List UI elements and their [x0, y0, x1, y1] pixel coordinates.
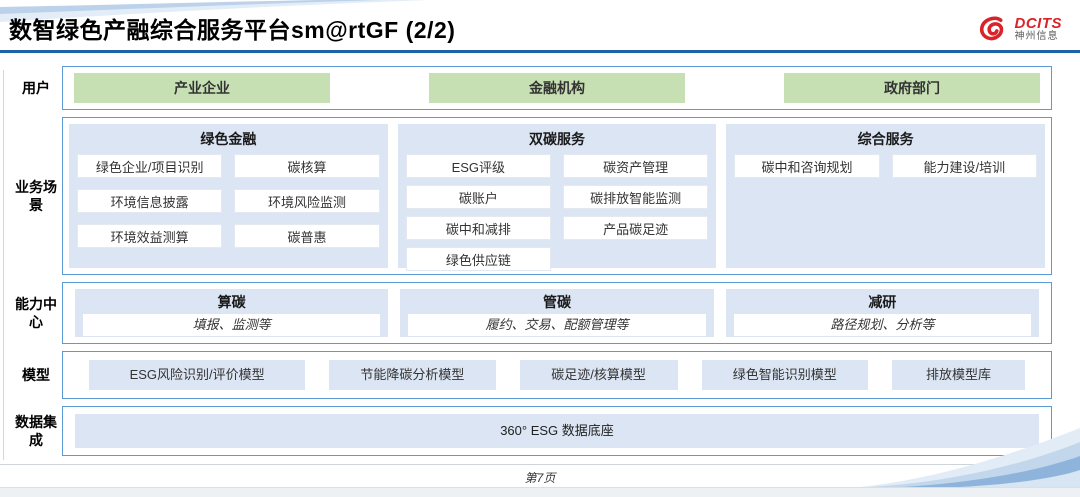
row-models: 模型 ESG风险识别/评价模型 节能降碳分析模型 碳足迹/核算模型 绿色智能识别…	[10, 351, 1052, 399]
scenario-item: 碳账户	[405, 185, 551, 209]
footer-divider-line	[0, 464, 1080, 465]
capability-panel-manage-carbon: 管碳 履约、交易、配额管理等	[400, 289, 714, 337]
scenarios-container: 绿色金融 绿色企业/项目识别 碳核算 环境信息披露 环境风险监测 环境效益测算 …	[62, 117, 1052, 275]
scenario-item: 碳资产管理	[563, 154, 709, 178]
row-data-integration: 数据集成 360° ESG 数据底座	[10, 406, 1052, 456]
model-box: ESG风险识别/评价模型	[89, 360, 306, 390]
user-type-box: 金融机构	[429, 73, 685, 103]
model-box: 绿色智能识别模型	[701, 360, 868, 390]
scenario-items-grid: 碳中和咨询规划 能力建设/培训	[734, 154, 1038, 178]
scenario-item: 碳普惠	[234, 224, 380, 248]
scenario-item: 环境效益测算	[77, 224, 223, 248]
scenario-column-comprehensive: 综合服务 碳中和咨询规划 能力建设/培训	[726, 124, 1046, 268]
scenario-item: 能力建设/培训	[891, 154, 1038, 178]
scenario-column-dual-carbon: 双碳服务 ESG评级 碳资产管理 碳账户 碳排放智能监测 碳中和减排 产品碳足迹…	[397, 124, 717, 271]
capabilities-container: 算碳 填报、监测等 管碳 履约、交易、配额管理等 减研 路径规划、分析等	[62, 282, 1052, 344]
esg-data-base-box: 360° ESG 数据底座	[75, 414, 1039, 448]
page-title: 数智绿色产融综合服务平台sm@rtGF (2/2)	[9, 17, 456, 43]
user-type-box: 政府部门	[784, 73, 1040, 103]
data-integration-container: 360° ESG 数据底座	[62, 406, 1052, 456]
scenario-column-title: 双碳服务	[529, 131, 585, 147]
row-capabilities: 能力中心 算碳 填报、监测等 管碳 履约、交易、配额管理等 减研 路径规划、分析…	[10, 282, 1052, 344]
row-label-models: 模型	[22, 366, 50, 383]
capability-panel-calc-carbon: 算碳 填报、监测等	[75, 289, 389, 337]
capability-description: 路径规划、分析等	[733, 314, 1031, 336]
row-scenarios: 业务场景 绿色金融 绿色企业/项目识别 碳核算 环境信息披露 环境风险监测 环境…	[10, 117, 1052, 275]
left-edge-line	[3, 70, 4, 460]
scenario-item: 绿色供应链	[405, 247, 551, 271]
capability-title: 管碳	[542, 294, 571, 310]
company-logo: DCITS 神州信息	[975, 13, 1063, 45]
model-box: 碳足迹/核算模型	[519, 360, 678, 390]
capability-description: 履约、交易、配额管理等	[408, 314, 706, 336]
scenario-item: 产品碳足迹	[563, 216, 709, 240]
scenario-items-grid: 绿色企业/项目识别 碳核算 环境信息披露 环境风险监测 环境效益测算 碳普惠	[77, 154, 380, 248]
scenario-column-title: 绿色金融	[200, 131, 257, 147]
row-label-users: 用户	[22, 79, 50, 96]
user-type-box: 产业企业	[74, 73, 330, 103]
page-number: 第7页	[524, 471, 556, 485]
row-label-data-integration: 数据集成	[15, 413, 57, 448]
scenario-item: 碳中和减排	[405, 216, 551, 240]
row-users: 用户 产业企业 金融机构 政府部门	[10, 66, 1052, 110]
capability-title: 算碳	[217, 294, 246, 310]
scenario-column-title: 综合服务	[857, 131, 914, 147]
capability-title: 减研	[868, 294, 897, 310]
model-box: 节能降碳分析模型	[329, 360, 496, 390]
scenario-column-green-finance: 绿色金融 绿色企业/项目识别 碳核算 环境信息披露 环境风险监测 环境效益测算 …	[69, 124, 388, 268]
model-box: 排放模型库	[891, 360, 1025, 390]
scenario-item: 碳中和咨询规划	[734, 154, 880, 178]
scenario-item: 碳排放智能监测	[563, 185, 709, 209]
capability-panel-reduce-research: 减研 路径规划、分析等	[725, 289, 1039, 337]
models-container: ESG风险识别/评价模型 节能降碳分析模型 碳足迹/核算模型 绿色智能识别模型 …	[62, 351, 1052, 399]
capability-description: 填报、监测等	[83, 314, 381, 336]
dcits-swirl-icon	[979, 16, 1003, 41]
title-underline	[0, 50, 1080, 53]
scenario-item: 绿色企业/项目识别	[77, 154, 223, 178]
row-label-scenarios: 业务场景	[15, 178, 57, 213]
logo-company-text: 神州信息	[1014, 30, 1059, 42]
scenario-items-grid: ESG评级 碳资产管理 碳账户 碳排放智能监测 碳中和减排 产品碳足迹 绿色供应…	[405, 154, 709, 271]
scenario-item: 碳核算	[234, 154, 380, 178]
architecture-diagram: 用户 产业企业 金融机构 政府部门 业务场景 绿色金融 绿色企业/项目识别 碳核…	[0, 66, 1080, 463]
scenario-item: ESG评级	[405, 154, 551, 178]
bottom-strip	[0, 487, 1080, 497]
scenario-item: 环境信息披露	[77, 189, 223, 213]
scenario-item: 环境风险监测	[234, 189, 380, 213]
row-label-capabilities: 能力中心	[15, 295, 57, 330]
users-container: 产业企业 金融机构 政府部门	[62, 66, 1052, 110]
logo-brand-text: DCITS	[1014, 14, 1062, 32]
